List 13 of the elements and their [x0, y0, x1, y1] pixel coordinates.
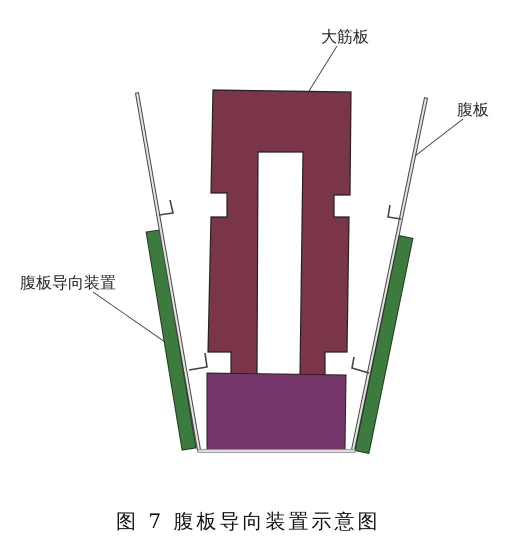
guide-pad	[146, 229, 196, 451]
web-plate	[134, 92, 202, 451]
part-label: 腹板导向装置	[20, 275, 116, 291]
part-label: 大筋板	[321, 29, 369, 45]
bottom-plate	[198, 449, 356, 453]
guide-pad	[354, 235, 414, 454]
leader-line	[308, 46, 338, 92]
part-label: 腹板	[457, 102, 489, 118]
leader-line	[414, 118, 464, 156]
rib-plate	[207, 89, 352, 376]
leader-line	[92, 292, 166, 342]
slide-block	[206, 372, 346, 450]
figure-caption: 图 7 腹板导向装置示意图	[116, 510, 380, 532]
